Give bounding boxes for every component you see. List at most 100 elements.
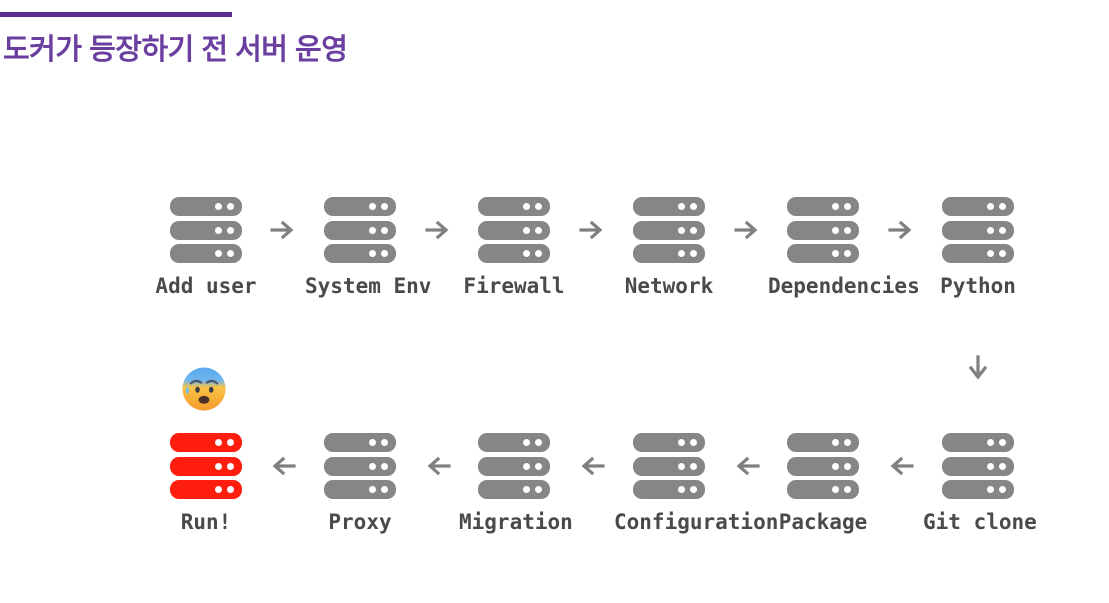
flow-node-package[interactable]: Package [768, 433, 878, 534]
server-icon [324, 433, 396, 499]
server-bar-top [787, 197, 859, 216]
server-bar-bottom [787, 244, 859, 263]
server-bar-top [942, 433, 1014, 452]
server-led [690, 203, 697, 210]
server-led [832, 203, 839, 210]
arrow-left-icon [575, 449, 609, 483]
flow-node-system-env[interactable]: System Env [305, 197, 432, 298]
server-bar-middle [324, 220, 396, 240]
server-led [215, 439, 222, 446]
server-led [523, 439, 530, 446]
server-icon [324, 197, 396, 263]
server-led [535, 462, 542, 470]
flow-node-label: System Env [305, 274, 432, 298]
flow-node-label: Network [624, 274, 714, 298]
server-led [369, 486, 376, 493]
server-led [215, 250, 222, 257]
server-icon [942, 433, 1014, 499]
flow-node-label: Migration [459, 510, 573, 534]
server-led [215, 486, 222, 493]
flow-node-add-user[interactable]: Add user [151, 197, 261, 298]
server-led [523, 486, 530, 493]
flow-node-proxy[interactable]: Proxy [305, 433, 415, 534]
arrow-right-icon [266, 213, 300, 247]
server-bar-middle [478, 220, 550, 240]
server-led [987, 439, 994, 446]
server-led [832, 486, 839, 493]
flow-node-run[interactable]: Run! [151, 433, 261, 534]
server-led [999, 250, 1006, 257]
flow-node-dependencies[interactable]: Dependencies [768, 197, 920, 298]
flow-node-configuration[interactable]: Configuration [614, 433, 778, 534]
server-bar-middle [633, 456, 705, 476]
server-led [227, 250, 234, 257]
server-led [535, 486, 542, 493]
server-led [678, 486, 685, 493]
server-bar-bottom [478, 244, 550, 263]
server-led [227, 486, 234, 493]
flow-node-git-clone[interactable]: Git clone [923, 433, 1037, 534]
arrow-right-icon [421, 213, 455, 247]
flow-node-migration[interactable]: Migration [459, 433, 573, 534]
flow-node-label: Proxy [328, 510, 392, 534]
server-icon [633, 433, 705, 499]
server-bar-top [633, 433, 705, 452]
server-led [215, 203, 222, 210]
server-icon [633, 197, 705, 263]
flow-node-label: Python [940, 274, 1016, 298]
server-led [999, 226, 1006, 234]
flow-node-python[interactable]: Python [923, 197, 1033, 298]
server-bar-top [633, 197, 705, 216]
server-led [844, 203, 851, 210]
server-led [227, 203, 234, 210]
server-led [227, 462, 234, 470]
server-led [678, 250, 685, 257]
server-led [215, 462, 222, 470]
server-bar-bottom [170, 480, 242, 499]
server-bar-bottom [170, 244, 242, 263]
flow-node-label: Firewall [463, 274, 565, 298]
server-bar-top [478, 197, 550, 216]
server-bar-top [170, 433, 242, 452]
server-led [999, 439, 1006, 446]
server-led [987, 250, 994, 257]
server-icon [170, 197, 242, 263]
server-led [690, 250, 697, 257]
server-led [832, 250, 839, 257]
server-led [999, 462, 1006, 470]
flow-node-network[interactable]: Network [614, 197, 724, 298]
server-led [535, 250, 542, 257]
flow-node-label: Run! [180, 510, 232, 534]
server-bar-top [787, 433, 859, 452]
arrow-right-icon [884, 213, 918, 247]
server-led [678, 203, 685, 210]
server-bar-middle [478, 456, 550, 476]
anxious-face-with-sweat-emoji [181, 366, 227, 412]
server-led [535, 226, 542, 234]
server-bar-middle [942, 456, 1014, 476]
server-led [844, 226, 851, 234]
server-led [369, 226, 376, 234]
server-led [535, 203, 542, 210]
server-led [535, 439, 542, 446]
server-bar-top [942, 197, 1014, 216]
server-led [678, 226, 685, 234]
server-led [844, 439, 851, 446]
server-led [832, 439, 839, 446]
server-led [987, 462, 994, 470]
arrow-left-icon [730, 449, 764, 483]
server-bar-top [478, 433, 550, 452]
flow-node-firewall[interactable]: Firewall [459, 197, 569, 298]
server-bar-top [324, 433, 396, 452]
arrow-left-icon [884, 449, 918, 483]
server-icon-danger [170, 433, 242, 499]
server-led [690, 462, 697, 470]
flow-node-label: Add user [155, 274, 257, 298]
server-bar-bottom [787, 480, 859, 499]
server-led [832, 226, 839, 234]
server-led [678, 462, 685, 470]
server-bar-middle [787, 220, 859, 240]
server-led [999, 203, 1006, 210]
server-bar-middle [787, 456, 859, 476]
